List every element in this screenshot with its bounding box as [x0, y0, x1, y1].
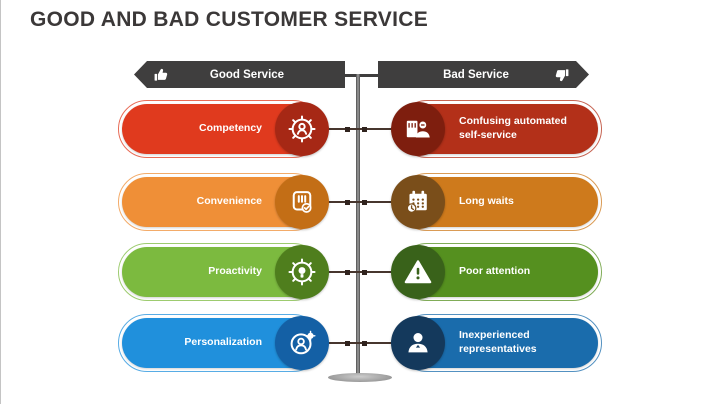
good-pill-label: Competency	[198, 122, 262, 135]
connector-dot	[345, 199, 350, 205]
good-circle-competency	[275, 102, 329, 156]
bad-service-label: Bad Service	[443, 68, 509, 81]
connector-dot	[362, 199, 367, 205]
gear-person-icon	[288, 115, 316, 143]
thumbs-down-icon	[552, 65, 572, 85]
good-pill-label: Convenience	[196, 195, 262, 208]
slide-edge-line	[0, 0, 1, 404]
package-check-icon	[292, 191, 312, 213]
thumbs-up-icon	[154, 68, 168, 81]
good-pill-label: Proactivity	[208, 265, 262, 278]
bad-pill-label: Confusing automated self-service	[459, 115, 567, 141]
header-connector-line	[343, 73, 380, 77]
kiosk-agent-icon	[406, 120, 430, 138]
bad-circle-long-waits	[391, 175, 445, 229]
center-spine	[356, 74, 360, 376]
good-pill-label: Personalization	[184, 336, 262, 349]
connector-dot	[362, 269, 367, 275]
connector-line	[326, 201, 394, 203]
gear-bulb-icon	[288, 258, 316, 286]
bad-service-banner: Bad Service	[378, 61, 589, 88]
spine-base	[328, 373, 392, 382]
person-gear-icon	[290, 330, 316, 355]
bad-pill-label: Long waits	[459, 195, 514, 208]
bad-pill-label: Poor attention	[459, 265, 531, 278]
bad-circle-confusing-self-service	[391, 102, 445, 156]
connector-line	[326, 271, 394, 273]
good-circle-personalization	[275, 316, 329, 370]
calendar-clock-icon	[406, 190, 427, 214]
connector-dot	[345, 340, 350, 346]
bad-pill-label: Inexperienced representatives	[459, 329, 537, 355]
page-title: GOOD AND BAD CUSTOMER SERVICE	[30, 8, 429, 31]
connector-dot	[345, 269, 350, 275]
good-service-label: Good Service	[209, 68, 285, 81]
connector-dot	[345, 126, 350, 132]
connector-line	[326, 128, 394, 130]
good-circle-convenience	[275, 175, 329, 229]
good-service-banner: Good Service	[134, 61, 345, 88]
bad-circle-inexperienced-reps	[391, 316, 445, 370]
connector-dot	[362, 126, 367, 132]
person-bust-icon	[408, 333, 428, 353]
connector-line	[326, 342, 394, 344]
good-circle-proactivity	[275, 245, 329, 299]
bad-circle-poor-attention	[391, 245, 445, 299]
connector-dot	[362, 340, 367, 346]
warning-triangle-icon	[404, 260, 432, 284]
